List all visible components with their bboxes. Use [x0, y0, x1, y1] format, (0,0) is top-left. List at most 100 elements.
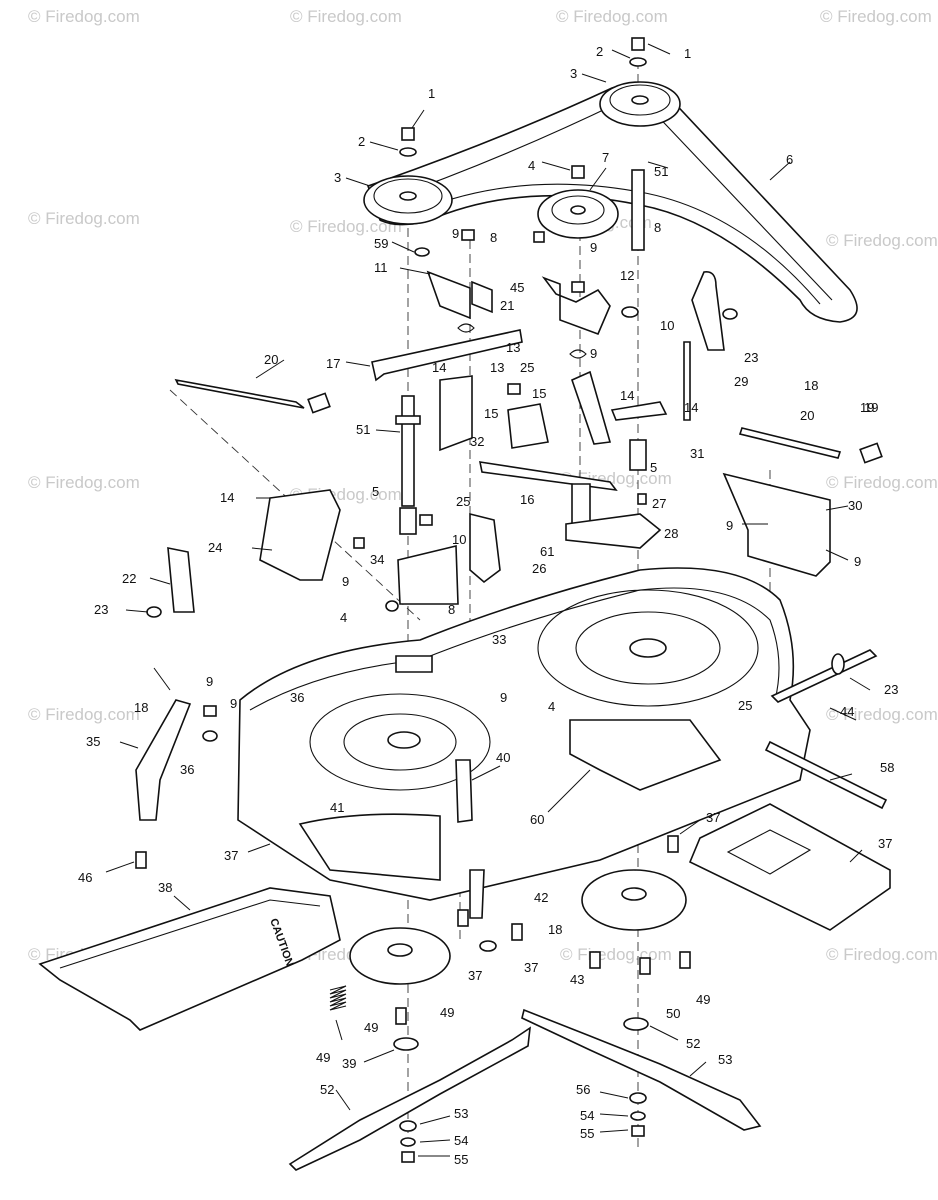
pulley-right	[599, 81, 681, 127]
callout-56-b: 56	[0, 0, 14, 3]
callout-54-a: 54	[454, 1133, 468, 1148]
callout-15-a: 15	[484, 406, 498, 421]
callout-34: 34	[370, 552, 384, 567]
callout-60: 60	[530, 812, 544, 827]
callout-20-a: 20	[264, 352, 278, 367]
callout-2-left: 2	[358, 134, 365, 149]
callout-35: 35	[86, 734, 100, 749]
callout-23-b: 23	[94, 602, 108, 617]
callout-37-d: 37	[468, 968, 482, 983]
deck-brackets	[455, 649, 888, 919]
callout-14-c: 14	[684, 400, 698, 415]
callout-49-d: 49	[316, 1050, 330, 1065]
callout-49-b: 49	[364, 1020, 378, 1035]
watermark: © Firedog.com	[556, 7, 668, 26]
callout-44: 44	[840, 704, 854, 719]
callout-37-c: 37	[878, 836, 892, 851]
drive-belt	[366, 83, 858, 323]
callout-32: 32	[470, 434, 484, 449]
callout-61: 61	[540, 544, 554, 559]
watermark: © Firedog.com	[560, 945, 672, 964]
callout-1-top: 1	[684, 46, 691, 61]
callout-9-e: 9	[854, 554, 861, 569]
callout-55-b: 55	[580, 1126, 594, 1141]
callout-20-b: 20	[800, 408, 814, 423]
idler-pulley	[537, 189, 619, 239]
callout-49-a: 49	[696, 992, 710, 1007]
callout-36-b: 36	[180, 762, 194, 777]
discharge-chute: CAUTION	[38, 887, 341, 1031]
callout-54-b: 54	[580, 1108, 594, 1123]
callout-23-a: 23	[744, 350, 758, 365]
brackets	[167, 270, 883, 613]
callout-42: 42	[534, 890, 548, 905]
callout-9-i: 9	[500, 690, 507, 705]
callout-33: 33	[492, 632, 506, 647]
callout-18-c: 18	[548, 922, 562, 937]
callout-8-c: 8	[448, 602, 455, 617]
callout-10-a: 10	[660, 318, 674, 333]
callout-7: 7	[602, 150, 609, 165]
callout-31: 31	[690, 446, 704, 461]
callout-51-mid: 51	[356, 422, 370, 437]
callout-40: 40	[496, 750, 510, 765]
callout-1-left: 1	[428, 86, 435, 101]
watermark: © Firedog.com	[28, 473, 140, 492]
callout-4-b: 4	[340, 610, 347, 625]
watermark: © Firedog.com	[826, 473, 938, 492]
callout-37-e: 37	[524, 960, 538, 975]
watermark: © Firedog.com	[826, 231, 938, 250]
mower-blades	[288, 1008, 762, 1171]
callout-3-top: 3	[570, 66, 577, 81]
callout-22: 22	[122, 571, 136, 586]
callout-46: 46	[78, 870, 92, 885]
leader-lines	[105, 43, 871, 1157]
callout-39: 39	[342, 1056, 356, 1071]
callout-36-a: 36	[290, 690, 304, 705]
callout-14-b: 14	[620, 388, 634, 403]
callout-15-b: 15	[532, 386, 546, 401]
callout-53-b: 53	[454, 1106, 468, 1121]
watermark: © Firedog.com	[28, 209, 140, 228]
callout-27: 27	[652, 496, 666, 511]
callout-25-a: 25	[520, 360, 534, 375]
callout-2-top: 2	[596, 44, 603, 59]
callout-19-a: 19	[860, 400, 874, 415]
watermark: © Firedog.com	[28, 7, 140, 26]
callout-38: 38	[158, 880, 172, 895]
callout-14-a: 14	[432, 360, 446, 375]
callout-52-b: 52	[320, 1082, 334, 1097]
watermark: © Firedog.com	[290, 217, 402, 236]
callout-8-b: 8	[654, 220, 661, 235]
watermark: © Firedog.com	[820, 7, 932, 26]
callout-37-b: 37	[224, 848, 238, 863]
callout-53-a: 53	[718, 1052, 732, 1067]
callout-45: 45	[510, 280, 524, 295]
mower-deck	[237, 567, 811, 901]
callout-21: 21	[500, 298, 514, 313]
callout-37-a: 37	[706, 810, 720, 825]
callout-9-b: 9	[590, 240, 597, 255]
callout-52-a: 52	[686, 1036, 700, 1051]
hardware-small	[135, 37, 825, 1163]
rear-bracket	[688, 803, 891, 931]
callout-50: 50	[666, 1006, 680, 1021]
callout-14-d: 14	[220, 490, 234, 505]
callout-9-h: 9	[230, 696, 237, 711]
callout-5-b: 5	[650, 460, 657, 475]
watermark: © Firedog.com	[28, 705, 140, 724]
callout-19-b: 19	[864, 400, 878, 415]
callout-51-top: 51	[654, 164, 668, 179]
callout-43: 43	[570, 972, 584, 987]
callout-8-a: 8	[490, 230, 497, 245]
callout-5-a: 5	[372, 484, 379, 499]
callout-28: 28	[664, 526, 678, 541]
watermark: © Firedog.com	[826, 945, 938, 964]
callout-18-a: 18	[804, 378, 818, 393]
callout-16: 16	[520, 492, 534, 507]
callout-11: 11	[374, 260, 388, 275]
callout-4-c: 4	[548, 699, 555, 714]
callout-9-a: 9	[452, 226, 459, 241]
